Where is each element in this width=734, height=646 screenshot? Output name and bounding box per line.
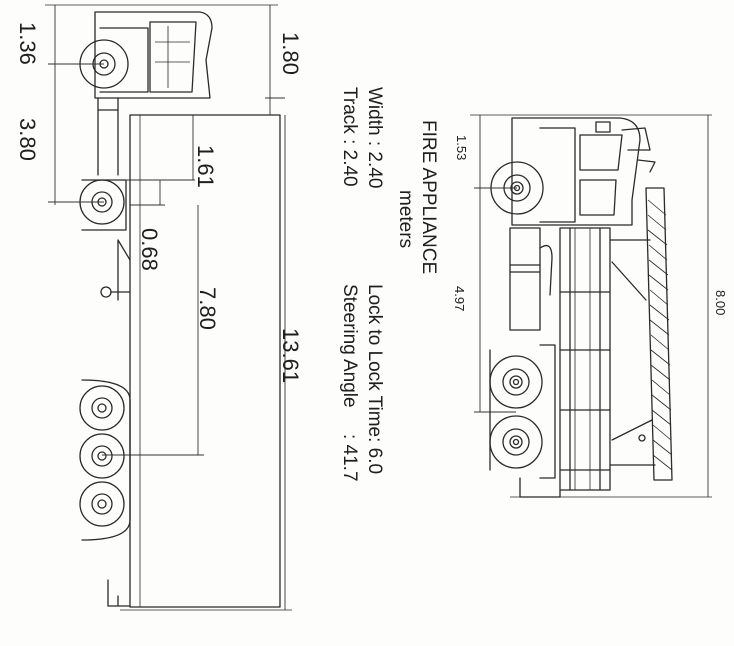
- appliance-rear-wheel-1: [489, 355, 543, 409]
- spec-block: FIRE APPLIANCE meters Width : 2.40 Track…: [339, 87, 439, 482]
- spec-title: FIRE APPLIANCE: [418, 120, 439, 274]
- spec-units: meters: [395, 190, 416, 248]
- dim-appliance-front-overhang-label: 1.53: [454, 135, 469, 160]
- trailer-body: [129, 114, 281, 608]
- dim-cab-length-label: 1.80: [278, 32, 303, 75]
- fire-appliance-elevation: 1.53 4.97 8.00: [452, 114, 728, 498]
- dim-front-overhang-label: 1.36: [15, 22, 40, 65]
- articulated-vehicle-plan: 1.36 3.80 1.80 1.61 0.68 7.80 13.61: [15, 4, 303, 611]
- dim-trailer-wheelbase-label: 7.80: [195, 287, 220, 330]
- trailer-wheel-3: [79, 481, 125, 527]
- dim-wheelbase-label: 3.80: [15, 118, 40, 161]
- dim-offset-b-label: 0.68: [137, 228, 162, 271]
- appliance-body: [559, 227, 611, 491]
- dim-appliance-overall-length-label: 8.00: [713, 290, 728, 315]
- appliance-cab: [511, 117, 641, 226]
- dim-appliance-wheelbase-label: 4.97: [452, 286, 467, 311]
- spec-width: Width : 2.40: [364, 87, 385, 188]
- trailer-wheel-1: [79, 385, 125, 431]
- spec-lock-time: Lock to Lock Time: 6.0: [364, 284, 385, 474]
- spec-steering-angle: Steering Angle : 41.7: [339, 284, 360, 482]
- cab-outline: [94, 11, 213, 99]
- dim-overall-length-label: 13.61: [278, 328, 303, 383]
- appliance-ladder: [645, 187, 673, 481]
- dim-offset-a-label: 1.61: [193, 145, 218, 188]
- trailer-wheel-2: [79, 433, 125, 479]
- spec-track: Track : 2.40: [339, 87, 360, 187]
- appliance-rear-wheel-2: [489, 415, 543, 469]
